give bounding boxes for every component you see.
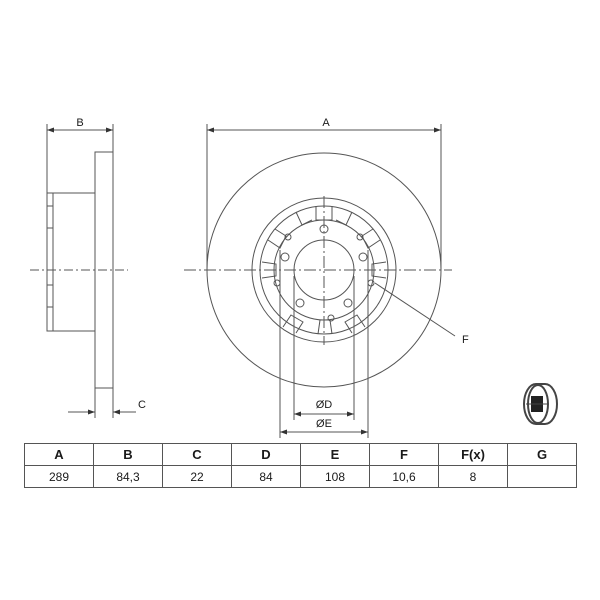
spec-value-cell: 84: [231, 465, 301, 488]
dimension-c-label: C: [138, 399, 146, 411]
spec-value-cell: 84,3: [93, 465, 163, 488]
spec-header-cell: D: [231, 443, 301, 466]
bolt-hole: [295, 298, 305, 308]
spec-header-cell: F(x): [438, 443, 508, 466]
spec-value-cell: 8: [438, 465, 508, 488]
spec-value-cell: 10,6: [369, 465, 439, 488]
side-view: [30, 124, 136, 418]
brake-disc-technical-drawing: B C: [30, 117, 558, 438]
spec-value-cell: 108: [300, 465, 370, 488]
dimension-b-label: B: [76, 117, 83, 129]
dimension-a-label: A: [322, 117, 330, 129]
leader-f-label: F: [462, 334, 469, 346]
spec-value-cell: [507, 465, 577, 488]
brake-disc-thumbnail-icon: [523, 383, 558, 425]
front-view: [184, 124, 456, 438]
spec-header-cell: E: [300, 443, 370, 466]
specification-table: A B C D E F F(x) G 289 84,3 22 84 108 10…: [24, 443, 577, 488]
spec-value-row: 289 84,3 22 84 108 10,6 8: [24, 465, 577, 488]
spec-value-cell: 22: [162, 465, 232, 488]
spec-header-row: A B C D E F F(x) G: [24, 443, 577, 466]
dimension-d-label: ØD: [316, 399, 333, 411]
spec-header-cell: F: [369, 443, 439, 466]
spec-header-cell: B: [93, 443, 163, 466]
bolt-hole: [280, 252, 290, 262]
bolt-hole: [358, 252, 368, 262]
spec-header-cell: A: [24, 443, 94, 466]
spec-header-cell: C: [162, 443, 232, 466]
bolt-hole: [343, 298, 353, 308]
dimension-e-label: ØE: [316, 418, 332, 430]
leader-f-line: [374, 282, 456, 337]
side-view-hub: [46, 192, 96, 332]
spec-header-cell: G: [507, 443, 577, 466]
spec-value-cell: 289: [24, 465, 94, 488]
